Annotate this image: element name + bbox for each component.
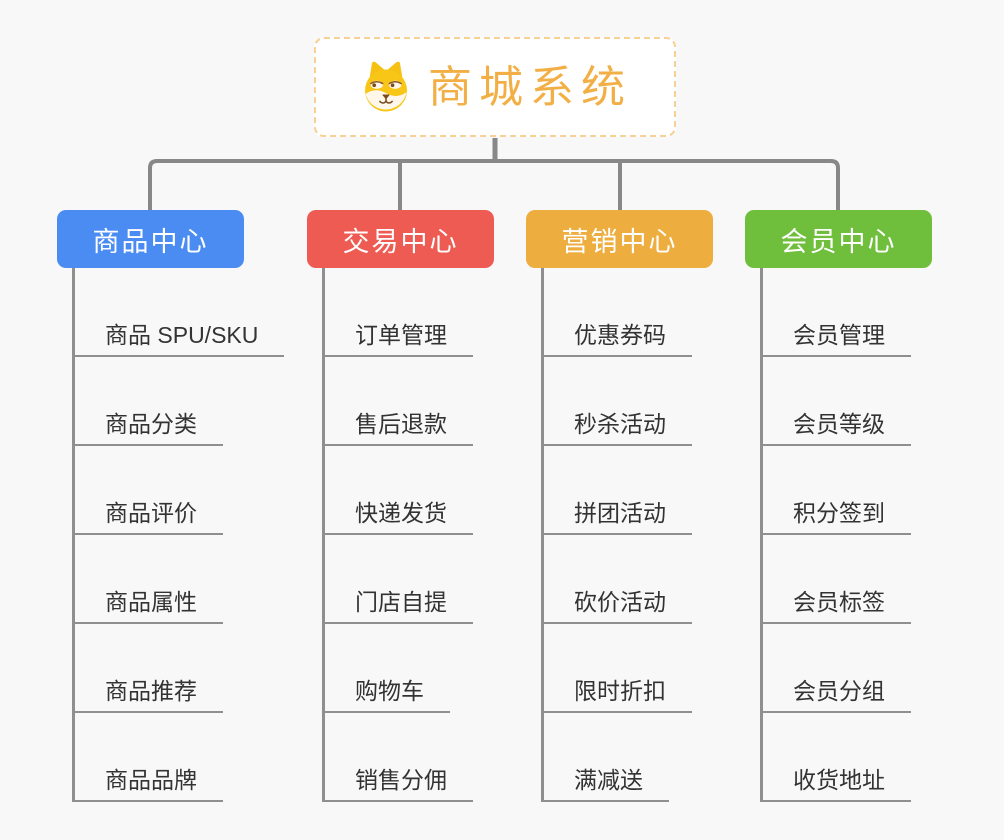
leaf-node[interactable]: 商品推荐 (73, 669, 223, 713)
leaf-node[interactable]: 会员等级 (761, 402, 911, 446)
root-node-title: 商城系统 (428, 63, 632, 112)
leaf-node[interactable]: 会员分组 (761, 669, 911, 713)
leaf-node[interactable]: 秒杀活动 (542, 402, 692, 446)
leaf-node[interactable]: 订单管理 (323, 313, 473, 357)
shiba-dog-icon (365, 61, 407, 112)
leaf-node[interactable]: 满减送 (542, 758, 669, 802)
branch-node-product-center[interactable]: 商品中心 (57, 210, 244, 268)
branch-child-line (72, 268, 75, 802)
leaf-node[interactable]: 会员标签 (761, 580, 911, 624)
branch-node-member-center[interactable]: 会员中心 (745, 210, 932, 268)
leaf-node[interactable]: 商品品牌 (73, 758, 223, 802)
leaf-node[interactable]: 购物车 (323, 669, 450, 713)
leaf-node[interactable]: 销售分佣 (323, 758, 473, 802)
leaf-node[interactable]: 砍价活动 (542, 580, 692, 624)
branch-child-line (541, 268, 544, 802)
branch-child-line (322, 268, 325, 802)
leaf-node[interactable]: 售后退款 (323, 402, 473, 446)
leaf-node[interactable]: 商品分类 (73, 402, 223, 446)
leaf-node[interactable]: 限时折扣 (542, 669, 692, 713)
leaf-node[interactable]: 优惠券码 (542, 313, 692, 357)
leaf-node[interactable]: 商品评价 (73, 491, 223, 535)
leaf-node[interactable]: 会员管理 (761, 313, 911, 357)
leaf-node[interactable]: 商品属性 (73, 580, 223, 624)
root-node-mall-system[interactable]: 商城系统 (314, 37, 676, 137)
leaf-node[interactable]: 积分签到 (761, 491, 911, 535)
branch-node-marketing-center[interactable]: 营销中心 (526, 210, 713, 268)
leaf-node[interactable]: 快递发货 (323, 491, 473, 535)
leaf-node[interactable]: 收货地址 (761, 758, 911, 802)
branch-node-trade-center[interactable]: 交易中心 (307, 210, 494, 268)
leaf-node[interactable]: 商品 SPU/SKU (73, 313, 285, 357)
branch-child-line (760, 268, 763, 802)
leaf-node[interactable]: 拼团活动 (542, 491, 692, 535)
leaf-node[interactable]: 门店自提 (323, 580, 473, 624)
